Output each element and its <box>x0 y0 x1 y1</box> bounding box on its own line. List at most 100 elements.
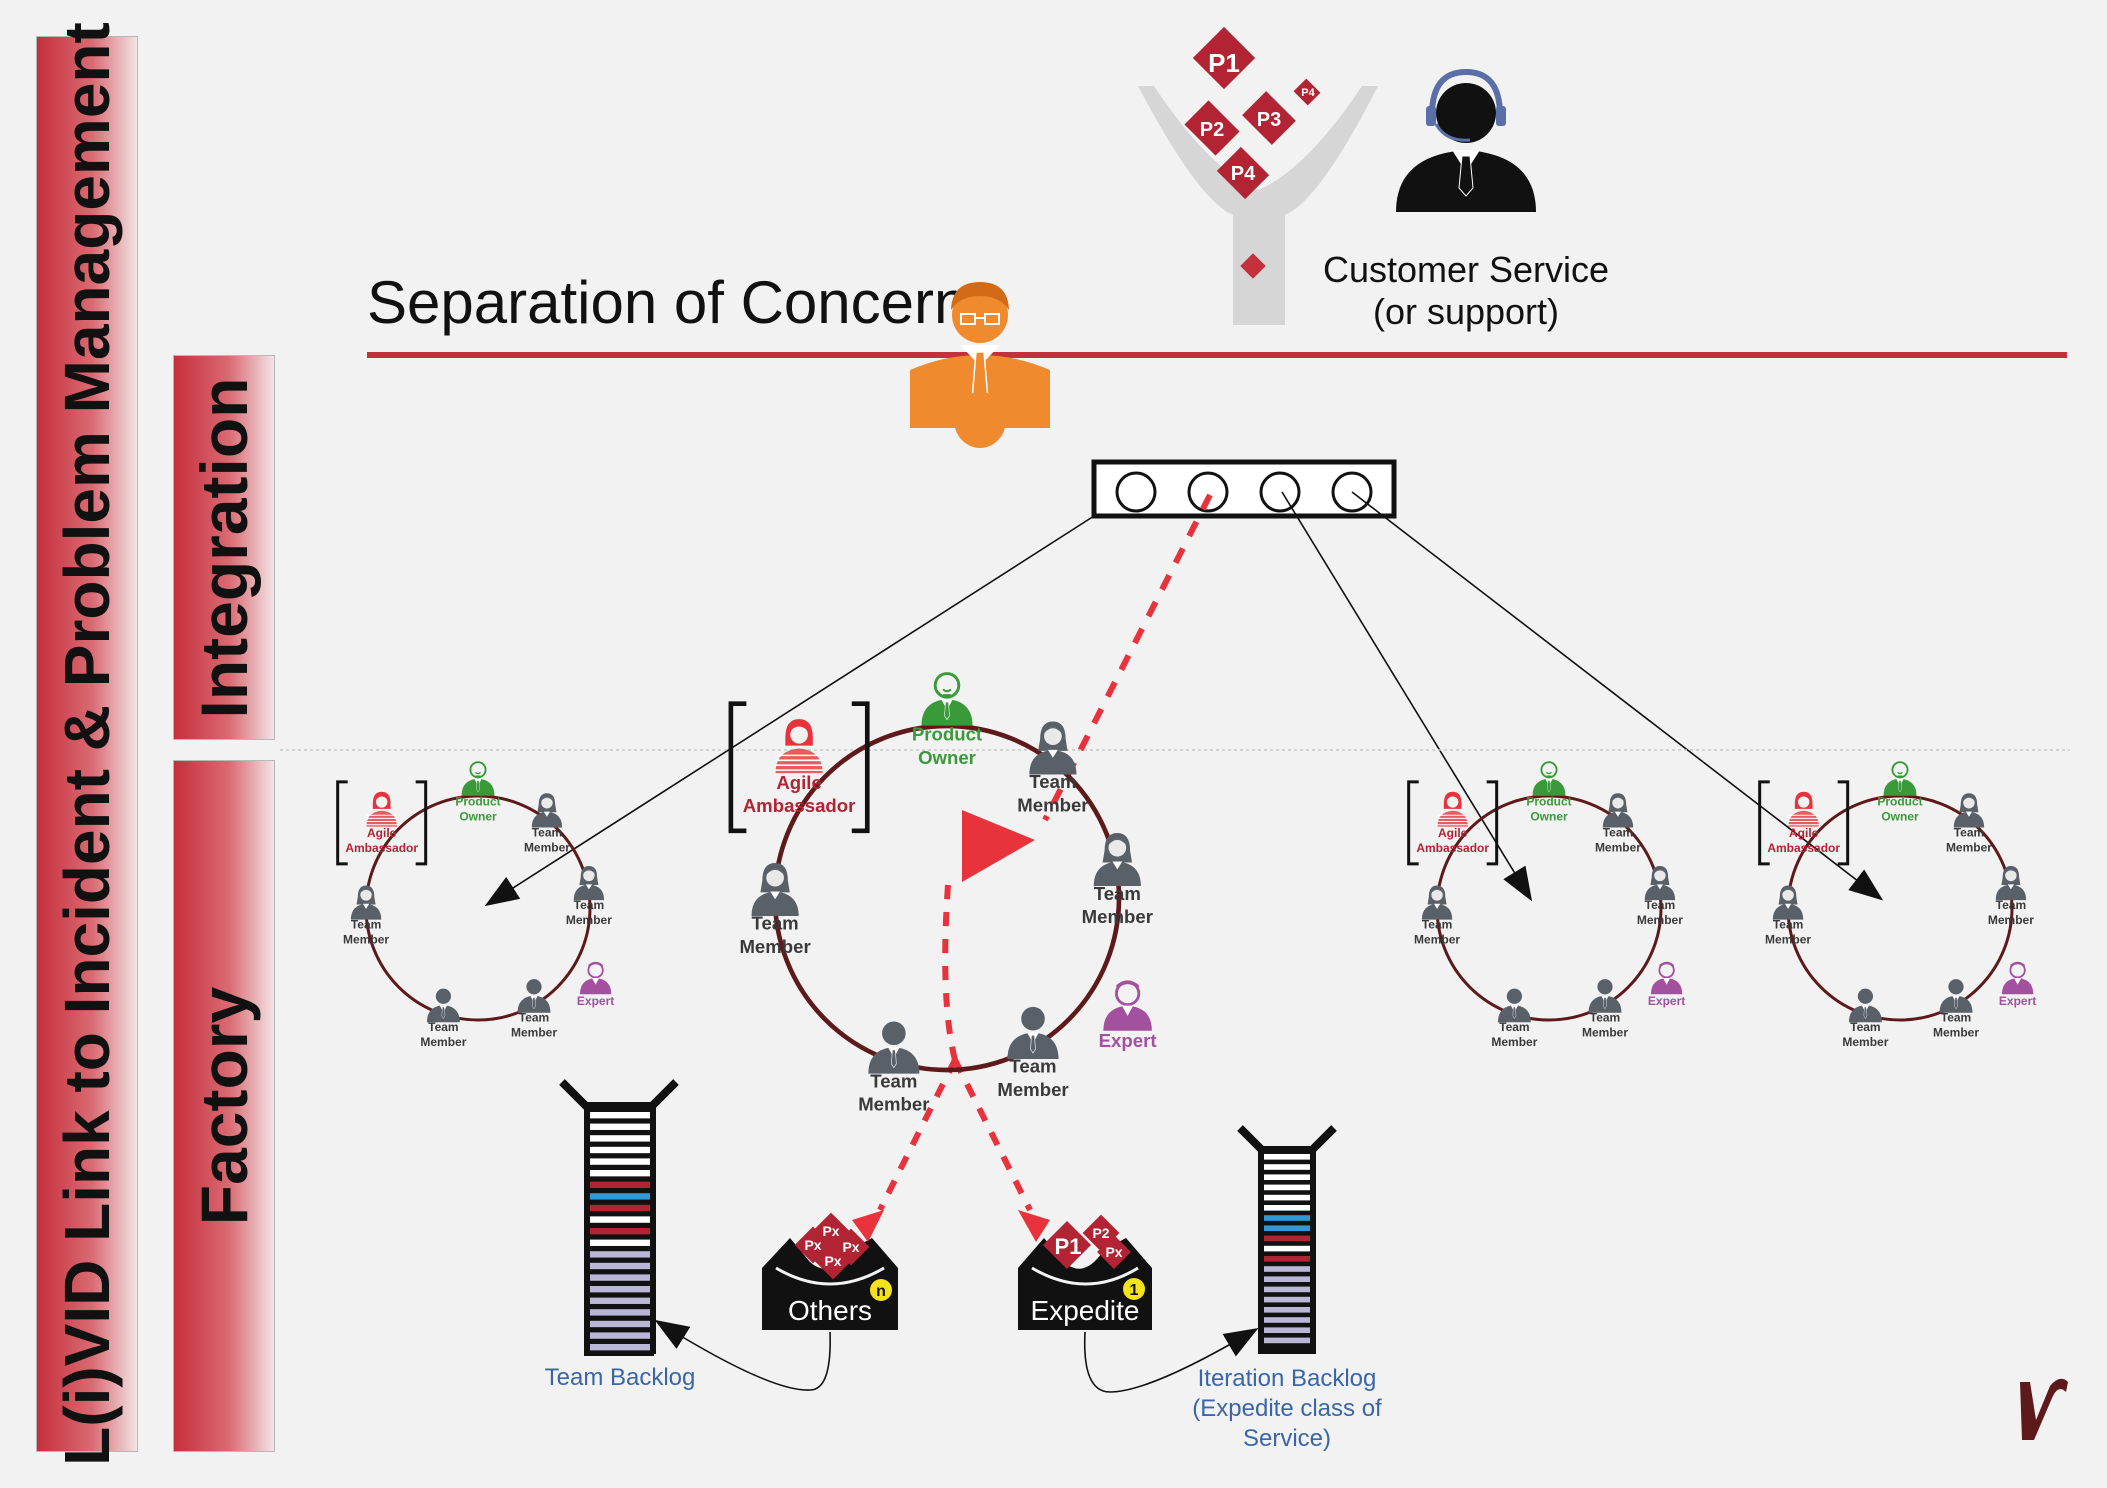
product-owner-label: Product <box>1526 794 1571 808</box>
backlog-item <box>1264 1286 1310 1293</box>
others-box <box>762 1238 898 1330</box>
team-member-icon <box>1772 885 1804 920</box>
team-member-icon <box>1093 833 1141 887</box>
team-member-label: Team <box>752 913 799 934</box>
svg-text:P2: P2 <box>1092 1225 1109 1241</box>
team-member-label: Member <box>858 1094 929 1115</box>
expert-label: Expert <box>1099 1030 1157 1051</box>
team-backlog-label: Team Backlog <box>545 1364 696 1391</box>
backlog-item <box>590 1181 650 1188</box>
expedite-label: Expedite <box>1031 1295 1140 1326</box>
bracket <box>336 780 348 866</box>
backlog-item <box>590 1228 650 1235</box>
team-member-label: Member <box>1842 1035 1888 1049</box>
team-member-label: Team <box>1850 1020 1880 1034</box>
backlog-item <box>1264 1317 1310 1323</box>
svg-text:Px: Px <box>824 1253 841 1269</box>
others-tickets: Px Px Px Px <box>794 1210 884 1280</box>
customer-service-sublabel: (or support) <box>1373 291 1559 332</box>
svg-text:P4: P4 <box>1301 87 1315 99</box>
backlog-item <box>1264 1337 1310 1344</box>
funnel-ticket: P4 <box>1293 78 1321 106</box>
team-member-label: Team <box>1954 825 1984 839</box>
brand-logo <box>2020 1378 2068 1440</box>
product-owner-icon <box>460 761 496 797</box>
team-member-label: Team <box>428 1020 458 1034</box>
main-side-label: L(i)VID Link to Incident & Problem Manag… <box>36 22 138 1466</box>
funnel-ticket: P4 <box>1216 146 1270 200</box>
connector-line <box>1083 1327 1259 1393</box>
team-member-label: Member <box>1637 913 1683 927</box>
team-member-label: Team <box>1422 918 1452 932</box>
team-member-label: Team <box>1996 898 2026 912</box>
svg-text:P3: P3 <box>1257 109 1281 131</box>
team-member-label: Member <box>1988 913 2034 927</box>
team-member-icon <box>1953 793 1985 828</box>
agile-ambassador-label: Agile <box>776 772 821 793</box>
backlog-item <box>1264 1307 1310 1313</box>
expert-label: Expert <box>577 994 614 1008</box>
others-count-badge: n <box>870 1279 892 1301</box>
others-label: Others <box>788 1295 872 1326</box>
integration-dial <box>1259 471 1301 513</box>
agile-ambassador-label: Ambassador <box>1767 841 1840 855</box>
backlog-item <box>590 1320 650 1328</box>
agile-ambassador-label: Ambassador <box>345 841 418 855</box>
backlog-item <box>1264 1164 1310 1170</box>
agile-ambassador-icon <box>1436 791 1469 828</box>
team-member-label: Member <box>1491 1035 1537 1049</box>
team-member-label: Member <box>1414 933 1460 947</box>
backlog-item <box>590 1309 650 1316</box>
iteration-backlog-label: Iteration Backlog <box>1198 1365 1377 1392</box>
agile-ambassador-label: Agile <box>1789 826 1819 840</box>
team-member-label: Member <box>1582 1026 1628 1040</box>
agile-ambassador-icon <box>774 718 824 774</box>
team-member-icon <box>1029 721 1077 775</box>
connector-line <box>484 515 1095 907</box>
team-member-label: Member <box>343 933 389 947</box>
integration-dial <box>1115 471 1157 513</box>
page-title: Separation of Concern <box>367 269 967 336</box>
team-member-label: Team <box>1094 883 1141 904</box>
team-member-icon <box>350 885 382 920</box>
bracket <box>415 780 428 866</box>
backlog-item <box>590 1239 650 1246</box>
agile-ambassador-label: Agile <box>367 826 397 840</box>
header-divider <box>367 352 2067 358</box>
expert-icon <box>1650 960 1684 996</box>
connector-line <box>1351 491 1884 901</box>
integration-side-label: Integration <box>173 355 275 740</box>
backlog-item <box>1264 1205 1310 1211</box>
team-member-icon <box>1995 865 2027 901</box>
backlog-item <box>1264 1296 1310 1303</box>
team-member-icon <box>573 865 605 901</box>
bracket <box>851 701 870 834</box>
svg-text:P2: P2 <box>1200 119 1224 141</box>
product-owner-icon <box>1882 761 1918 797</box>
team-member-label: Team <box>574 898 604 912</box>
backlog-item <box>1264 1256 1310 1262</box>
iteration-backlog-label: Service) <box>1243 1425 1331 1452</box>
team-member-label: Member <box>1082 906 1153 927</box>
team-member-label: Member <box>524 840 570 854</box>
product-owner-label: Owner <box>1530 809 1568 823</box>
team-member-label: Team <box>519 1011 549 1025</box>
connector-line <box>654 1319 831 1391</box>
team-member-icon <box>1497 988 1532 1023</box>
product-owner-label: Product <box>455 794 500 808</box>
svg-text:P1: P1 <box>1055 1234 1082 1259</box>
team-member-label: Team <box>1773 918 1803 932</box>
funnel-ticket: P1 <box>1192 26 1256 90</box>
svg-text:P4: P4 <box>1231 163 1256 185</box>
agile-ambassador-icon <box>365 791 398 828</box>
backlog-item <box>1264 1225 1310 1232</box>
product-owner-label: Product <box>912 724 982 745</box>
iteration-backlog-stack <box>1237 1125 1337 1354</box>
backlog-item <box>590 1158 650 1165</box>
product-owner-label: Owner <box>1881 809 1919 823</box>
route-dashed-line <box>877 1058 958 1212</box>
backlog-item <box>1264 1174 1310 1181</box>
funnel-ticket: P2 <box>1184 100 1240 156</box>
backlog-item <box>590 1170 650 1177</box>
